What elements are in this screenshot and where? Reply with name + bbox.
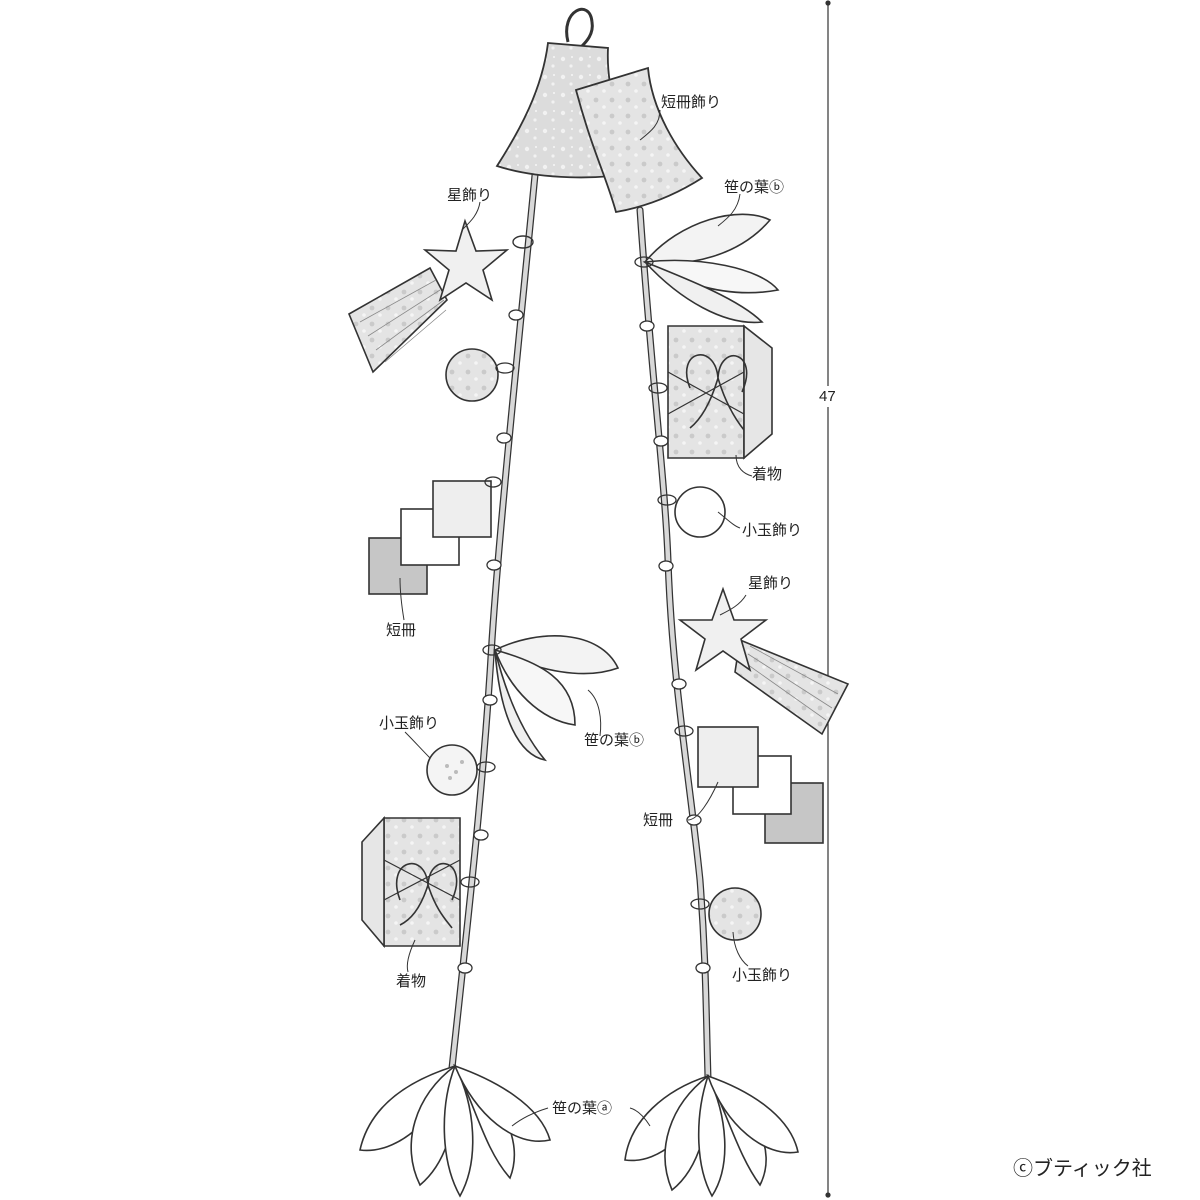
leader-lines [399,109,753,1127]
dimension-height-label: 47 [819,386,836,407]
label-hoshi-kazari-left: 星飾り [447,186,493,204]
label-kimono-right: 着物 [752,465,783,483]
stem-knots [457,309,711,974]
star-tie-left [512,235,534,249]
leaf-icon-right [634,213,780,324]
star-icon-right [677,586,850,736]
label-sasanoha-b-right: 笹の葉ⓑ [724,178,785,196]
ball-icon-right-2 [690,887,762,941]
leaf-icon [482,635,620,762]
left-stem [448,171,539,1072]
label-tanzaku-kazari-top: 短冊飾り [661,93,722,111]
kimono-icon-right [648,324,773,460]
copyright-credit: ⓒブティック社 [1013,1156,1152,1180]
label-tanzaku-left: 短冊 [386,621,417,639]
label-hoshi-kazari-right: 星飾り [748,574,794,592]
label-sasanoha-b-left: 笹の葉ⓑ [584,731,645,749]
tanzaku-icon-right [674,725,824,844]
ball-icon [445,348,515,402]
ball-icon-2 [426,744,496,796]
star-icon [347,218,510,374]
label-kodama-kazari-left: 小玉飾り [379,714,440,732]
leaf-cluster-right [624,1073,799,1198]
tanzaku-kazari-top [495,42,704,214]
label-tanzaku-right: 短冊 [643,811,674,829]
label-kodama-kazari-right-2: 小玉飾り [732,966,793,984]
kimono-icon [361,815,480,949]
tanzaku-icon [368,476,502,595]
label-sasanoha-a: 笹の葉ⓐ [552,1099,613,1117]
dimension-line [825,0,831,1198]
loop-icon [565,7,594,48]
label-kodama-kazari-right-1: 小玉飾り [742,521,803,539]
label-kimono-left: 着物 [396,972,427,990]
ball-icon-right-1 [657,486,726,538]
leaf-cluster-left [359,1063,552,1198]
